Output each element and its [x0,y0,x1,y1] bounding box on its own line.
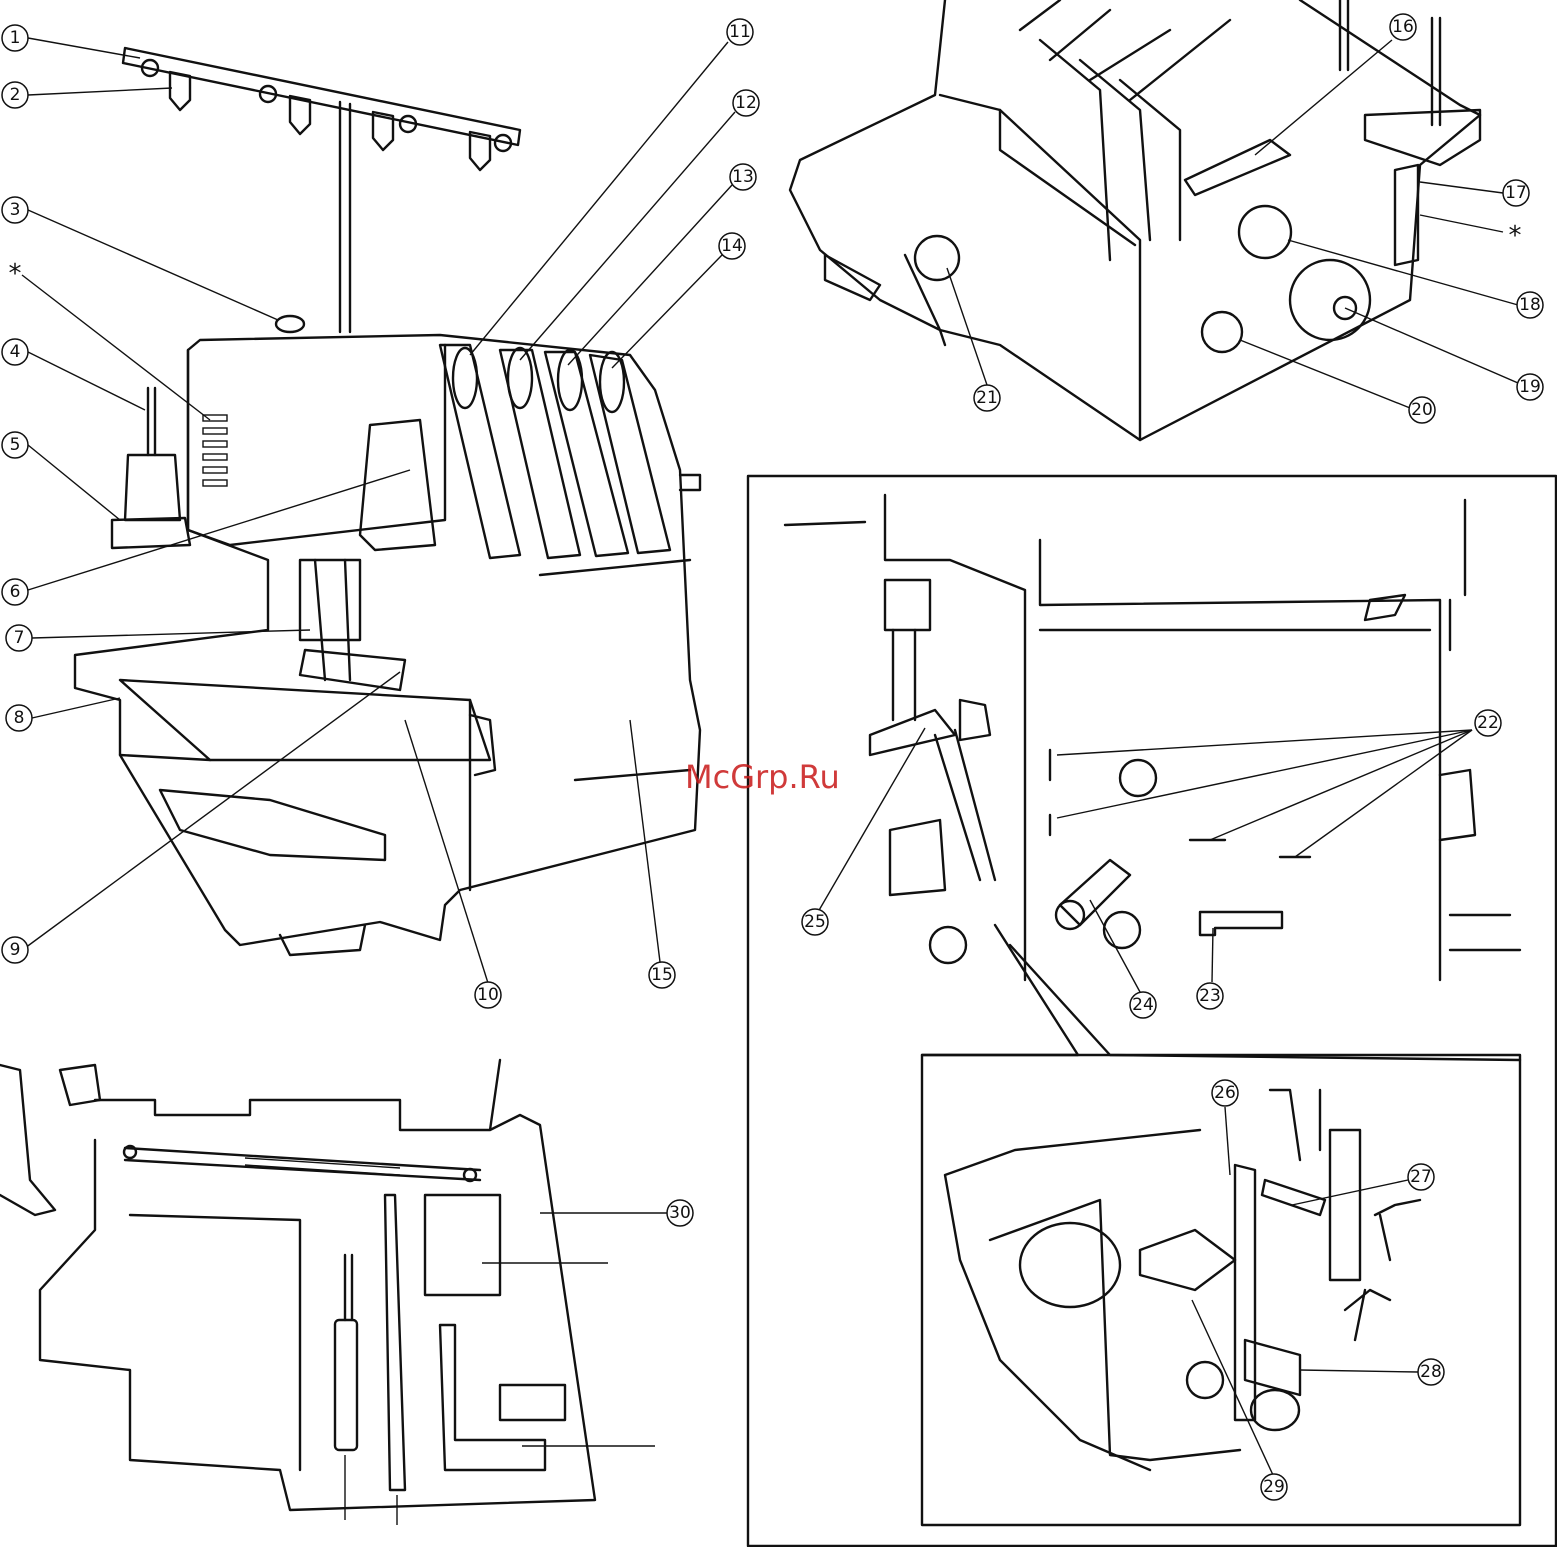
asterisk-left: * [9,259,22,289]
callout-14: 14 [719,233,745,259]
callout-2-label: 2 [10,85,21,105]
callout-20: 20 [1409,397,1435,423]
callout-19-label: 19 [1519,377,1541,397]
callout-12: 12 [733,90,759,116]
callout-23-label: 23 [1199,986,1221,1006]
callout-4: 4 [2,339,28,365]
callout-9: 9 [2,937,28,963]
callout-24-label: 24 [1132,995,1154,1015]
callout-17-label: 17 [1505,183,1527,203]
callout-6: 6 [2,579,28,605]
callout-5-label: 5 [10,435,21,455]
callout-8-label: 8 [14,708,25,728]
callout-13: 13 [730,164,756,190]
watermark: McGrp.Ru [685,758,840,796]
callout-26-label: 26 [1214,1083,1236,1103]
callout-8: 8 [6,705,32,731]
asterisk-right: * [1509,221,1522,251]
callout-17: 17 [1503,180,1529,206]
callout-6-label: 6 [10,582,21,602]
callout-29-label: 29 [1263,1477,1285,1497]
callout-16: 16 [1390,14,1416,40]
callout-20-label: 20 [1411,400,1433,420]
callout-23: 23 [1197,983,1223,1009]
machine-rear-view [790,0,1480,440]
callout-24: 24 [1130,992,1156,1018]
callout-14-label: 14 [721,236,743,256]
callout-4-label: 4 [10,342,21,362]
callouts: 1 2 3 4 5 6 7 8 9 10 11 12 13 14 15 16 1… [2,14,1543,1500]
callout-25-label: 25 [804,912,826,932]
callout-13-label: 13 [732,167,754,187]
accessory-compartment-view [0,1060,595,1510]
callout-5: 5 [2,432,28,458]
callout-7-label: 7 [14,628,25,648]
callout-12-label: 12 [735,93,757,113]
callout-27-label: 27 [1410,1167,1432,1187]
callout-11: 11 [727,19,753,45]
callout-1-label: 1 [10,28,21,48]
callout-3-label: 3 [10,200,21,220]
callout-11-label: 11 [729,22,751,42]
callout-25: 25 [802,909,828,935]
callout-16-label: 16 [1392,17,1414,37]
callout-22-label: 22 [1477,713,1499,733]
machine-front-view [75,48,700,955]
callout-22: 22 [1475,710,1501,736]
callout-15-label: 15 [651,965,673,985]
callout-19: 19 [1517,374,1543,400]
callout-28-label: 28 [1420,1362,1442,1382]
callout-15: 15 [649,962,675,988]
callout-30: 30 [667,1200,693,1226]
callout-28: 28 [1418,1359,1444,1385]
callout-21: 21 [974,385,1000,411]
callout-30-label: 30 [669,1203,691,1223]
callout-10: 10 [475,982,501,1008]
callout-2: 2 [2,82,28,108]
callout-10-label: 10 [477,985,499,1005]
callout-3: 3 [2,197,28,223]
callout-7: 7 [6,625,32,651]
callout-27: 27 [1408,1164,1434,1190]
callout-9-label: 9 [10,940,21,960]
callout-18: 18 [1517,292,1543,318]
callout-18-label: 18 [1519,295,1541,315]
callout-29: 29 [1261,1474,1287,1500]
callout-26: 26 [1212,1080,1238,1106]
callout-1: 1 [2,25,28,51]
callout-21-label: 21 [976,388,998,408]
